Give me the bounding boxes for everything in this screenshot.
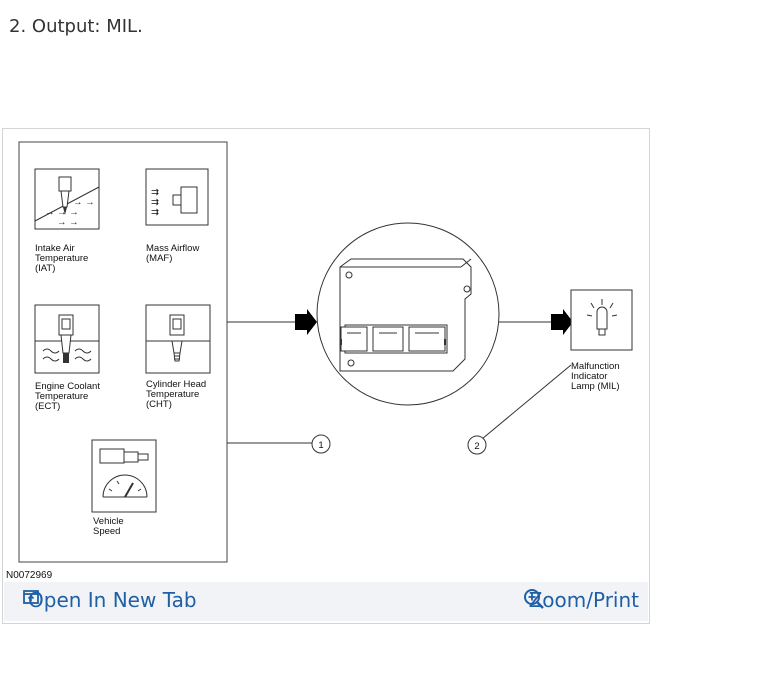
iat-sensor-icon: → → → → → → → — [34, 168, 100, 230]
ect-sensor-icon — [34, 304, 100, 374]
open-in-new-tab-button[interactable]: Open In New Tab — [22, 588, 197, 612]
cht-sensor-icon — [145, 304, 211, 374]
svg-text:→ → →: → → → — [45, 207, 79, 218]
cht-label: Cylinder Head Temperature (CHT) — [146, 379, 209, 410]
maf-label: Mass Airflow (MAF) — [146, 243, 202, 264]
ect-label: Engine Coolant Temperature (ECT) — [35, 381, 103, 412]
callout-1-label: 1 — [318, 440, 323, 451]
zoom-print-label: Zoom/Print — [528, 588, 639, 612]
maf-sensor-icon: ⇉ ⇉ ⇉ — [145, 168, 209, 226]
callout-2-leader — [481, 364, 572, 440]
callout-2-label: 2 — [474, 441, 479, 452]
svg-text:⇉: ⇉ — [151, 207, 159, 218]
inputs-box — [18, 141, 228, 563]
figure-code: N0072969 — [6, 570, 53, 581]
open-in-new-tab-label: Open In New Tab — [28, 588, 197, 612]
svg-text:→ →: → → — [57, 217, 79, 228]
callout-2 — [467, 435, 487, 455]
callout-1 — [311, 434, 331, 454]
output-arrow-icon — [551, 309, 573, 335]
iat-label: Intake Air Temperature (IAT) — [35, 243, 91, 274]
vss-sensor-icon — [91, 439, 157, 513]
pcm-module-icon — [316, 222, 500, 406]
diagram-figure: → → → → → → → Intake Air Temperature (IA… — [2, 128, 650, 624]
page-heading: 2. Output: MIL. — [9, 16, 143, 37]
svg-text:⇉: ⇉ — [151, 197, 159, 208]
svg-text:⇉: ⇉ — [151, 187, 159, 198]
svg-text:→ →: → → — [73, 197, 95, 208]
zoom-print-button[interactable]: Zoom/Print — [523, 588, 639, 612]
figure-toolbar: Open In New Tab Zoom/Print — [4, 582, 648, 621]
vss-label: Vehicle Speed — [93, 516, 126, 537]
pcm-input-output-diagram: → → → → → → → Intake Air Temperature (IA… — [18, 141, 633, 563]
mil-label: Malfunction Indicator Lamp (MIL) — [571, 361, 622, 392]
input-arrow-icon — [295, 309, 317, 335]
mil-lamp-icon — [570, 289, 633, 351]
